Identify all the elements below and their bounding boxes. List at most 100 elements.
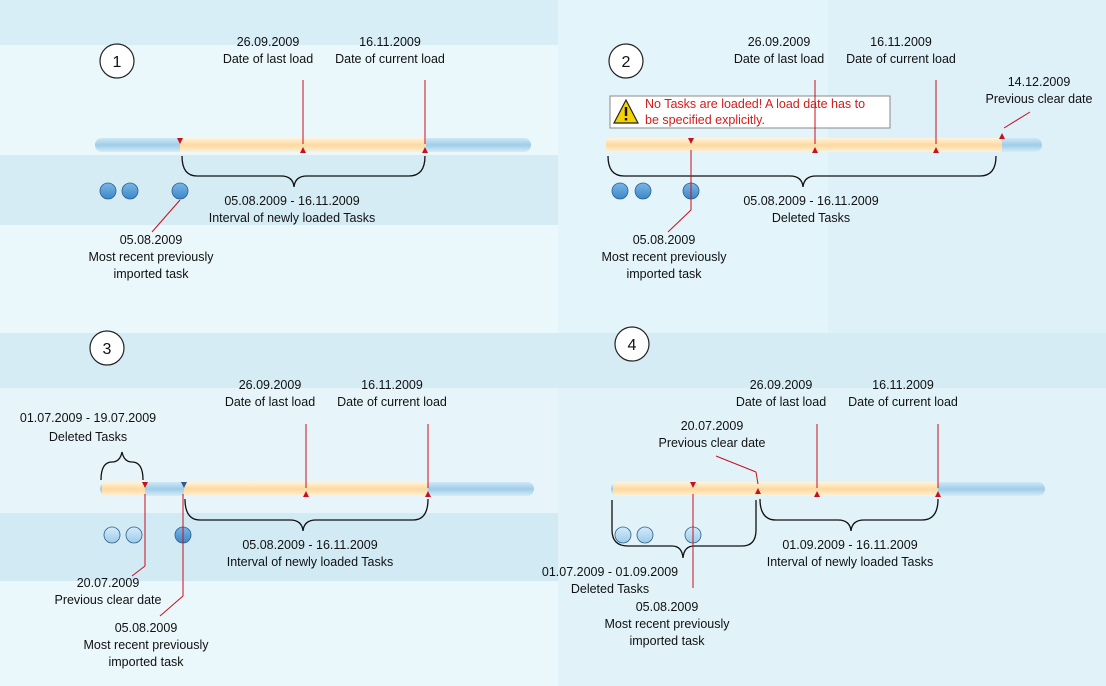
recent-task-marker — [690, 482, 696, 488]
timeline-deleted-segment — [102, 482, 145, 496]
panel-4: 4 26.09.2009 Date of last load 16.11.200… — [542, 326, 1045, 648]
task-circle — [634, 182, 652, 200]
last-load-marker — [303, 491, 309, 497]
panel-number: 1 — [113, 54, 122, 71]
clear-date-marker — [755, 488, 761, 494]
warning-text-line-1: No Tasks are loaded! A load date has to — [645, 97, 865, 111]
interval-start-marker — [177, 138, 183, 144]
deleted-end-marker — [142, 482, 148, 488]
recent-task-label-1: Most recent previously — [604, 617, 730, 631]
recent-task-label-2: imported task — [629, 634, 705, 648]
last-load-marker — [812, 147, 818, 153]
clear-date-pointer — [715, 455, 757, 473]
recent-task-label-2: imported task — [113, 267, 189, 281]
last-load-date: 26.09.2009 — [748, 35, 811, 49]
recent-task-date: 05.08.2009 — [115, 621, 178, 635]
timeline-loaded-segment — [180, 138, 426, 152]
last-load-label: Date of last load — [223, 52, 313, 66]
interval-start-marker — [688, 138, 694, 144]
last-load-label: Date of last load — [734, 52, 824, 66]
interval-dates: 05.08.2009 - 16.11.2009 — [224, 194, 359, 208]
last-load-date: 26.09.2009 — [237, 35, 300, 49]
interval-brace — [181, 155, 426, 188]
recent-task-label-1: Most recent previously — [601, 250, 727, 264]
current-load-label: Date of current load — [846, 52, 956, 66]
panel-number-badge — [608, 43, 644, 79]
panel-number-badge — [99, 43, 135, 79]
clear-date-pointer — [131, 565, 146, 577]
recent-task-date: 05.08.2009 — [633, 233, 696, 247]
interval-dates: 01.09.2009 - 16.11.2009 — [782, 538, 917, 552]
recent-task-label-2: imported task — [108, 655, 184, 669]
panel-number: 4 — [628, 337, 637, 354]
last-load-date: 26.09.2009 — [750, 378, 813, 392]
timeline-deleted-segment — [606, 138, 1002, 152]
clear-label: Previous clear date — [658, 436, 765, 450]
recent-task-label-2: imported task — [626, 267, 702, 281]
recent-task-pointer — [151, 199, 181, 233]
current-load-label: Date of current load — [848, 395, 958, 409]
panel-number-badge — [614, 326, 650, 362]
current-load-marker — [933, 147, 939, 153]
task-circle-deleted — [636, 526, 654, 544]
interval-label: Interval of newly loaded Tasks — [209, 211, 376, 225]
clear-date: 20.07.2009 — [77, 576, 140, 590]
warning-text-line-2: be specified explicitly. — [645, 113, 765, 127]
current-load-date: 16.11.2009 — [870, 35, 932, 49]
task-circle — [99, 182, 117, 200]
clear-date: 20.07.2009 — [681, 419, 744, 433]
last-load-label: Date of last load — [225, 395, 315, 409]
deleted-brace — [100, 451, 144, 481]
last-load-label: Date of last load — [736, 395, 826, 409]
task-circle-deleted — [125, 526, 143, 544]
clear-date: 14.12.2009 — [1008, 75, 1071, 89]
panel-number: 2 — [622, 54, 631, 71]
last-load-marker — [814, 491, 820, 497]
deleted-label: Deleted Tasks — [571, 582, 649, 596]
current-load-label: Date of current load — [335, 52, 445, 66]
panel-3: 3 26.09.2009 Date of last load 16.11.200… — [20, 330, 534, 669]
panel-number: 3 — [103, 341, 112, 358]
warning-box — [609, 95, 891, 129]
panel-number-badge — [89, 330, 125, 366]
recent-task-pointer — [159, 595, 184, 617]
recent-task-date: 05.08.2009 — [636, 600, 699, 614]
panel-1: 1 26.09.2009 Date of last load 16.11.200… — [88, 35, 531, 281]
interval-brace — [759, 498, 939, 532]
current-load-date: 16.11.2009 — [872, 378, 934, 392]
clear-label: Previous clear date — [985, 92, 1092, 106]
current-load-marker — [425, 491, 431, 497]
warning-icon — [613, 98, 639, 124]
current-load-marker — [422, 147, 428, 153]
timeline-loaded-segment — [184, 482, 428, 496]
task-circle-deleted — [103, 526, 121, 544]
task-circle — [611, 182, 629, 200]
current-load-date: 16.11.2009 — [361, 378, 423, 392]
task-circle — [121, 182, 139, 200]
timeline-deleted-segment — [613, 482, 758, 496]
deleted-brace — [611, 500, 757, 559]
current-load-marker — [935, 491, 941, 497]
interval-dates: 05.08.2009 - 16.11.2009 — [743, 194, 878, 208]
clear-date-pointer — [755, 471, 759, 485]
interval-label: Interval of newly loaded Tasks — [767, 555, 934, 569]
task-circle-recent — [171, 182, 189, 200]
clear-date-pointer — [1003, 111, 1031, 129]
interval-brace — [607, 155, 997, 188]
interval-brace — [184, 498, 429, 532]
interval-start-marker — [181, 482, 187, 488]
recent-task-date: 05.08.2009 — [120, 233, 183, 247]
recent-task-label-1: Most recent previously — [83, 638, 209, 652]
deleted-dates: 01.07.2009 - 19.07.2009 — [20, 411, 156, 425]
panel-2: 2 No Tasks are loaded! A load date has t… — [601, 35, 1092, 281]
interval-label: Deleted Tasks — [772, 211, 850, 225]
clear-label: Previous clear date — [54, 593, 161, 607]
clear-date-marker — [999, 133, 1005, 139]
recent-task-pointer — [667, 209, 692, 233]
last-load-marker — [300, 147, 306, 153]
deleted-dates: 01.07.2009 - 01.09.2009 — [542, 565, 678, 579]
current-load-label: Date of current load — [337, 395, 447, 409]
last-load-date: 26.09.2009 — [239, 378, 302, 392]
